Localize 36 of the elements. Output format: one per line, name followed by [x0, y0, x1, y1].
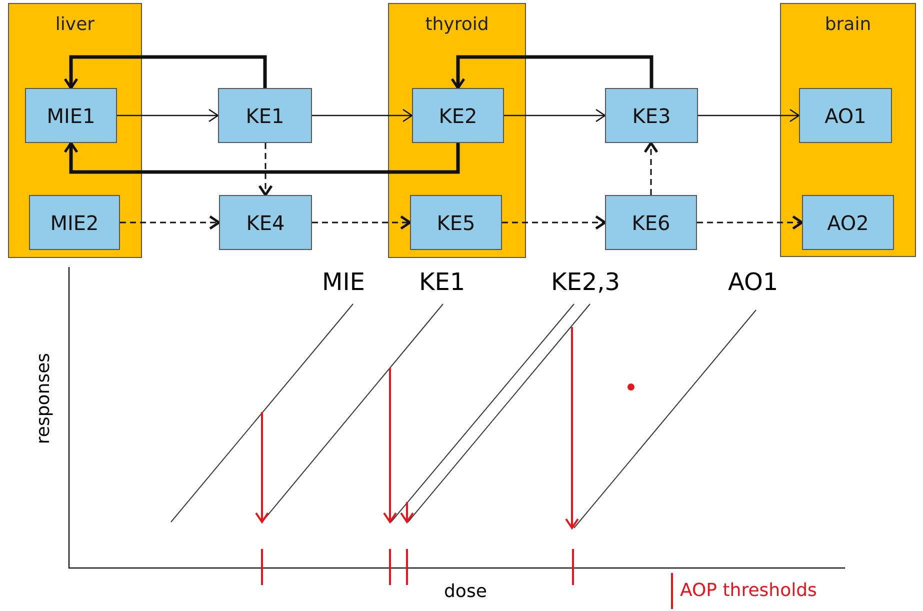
event-box: KE1 [218, 88, 312, 143]
group-box [780, 3, 916, 257]
arrow [64, 142, 460, 174]
event-box: KE3 [605, 88, 698, 143]
arrow [697, 215, 804, 230]
event-box: MIE1 [25, 88, 117, 143]
arrow [698, 108, 800, 122]
curve-label: KE1 [419, 268, 466, 296]
arrow [64, 55, 267, 90]
group-title: thyroid [424, 14, 490, 35]
curve-label: AO1 [728, 268, 778, 296]
group-title: liver [54, 14, 96, 35]
event-box: AO1 [799, 88, 892, 143]
event-box: KE4 [219, 195, 312, 250]
event-box: MIE2 [29, 195, 120, 250]
axis-title: responses [33, 352, 54, 444]
event-box: KE5 [410, 195, 502, 250]
group-box [388, 3, 526, 258]
arrow [312, 108, 413, 122]
arrow [450, 55, 654, 90]
axis-title: dose [444, 581, 487, 602]
curve-label: KE2,3 [551, 268, 620, 296]
group-box [8, 3, 142, 258]
curve-label: MIE [322, 268, 365, 296]
event-box: KE6 [605, 195, 697, 250]
arrow [502, 215, 606, 230]
arrow [120, 215, 220, 230]
arrow [258, 143, 273, 196]
group-title: brain [824, 14, 872, 35]
arrow [504, 108, 606, 122]
arrow [644, 142, 658, 195]
event-box: KE2 [412, 88, 504, 143]
arrow [312, 215, 412, 230]
legend-label: AOP thresholds [680, 580, 817, 601]
event-box: AO2 [802, 195, 894, 250]
arrow [117, 108, 219, 122]
